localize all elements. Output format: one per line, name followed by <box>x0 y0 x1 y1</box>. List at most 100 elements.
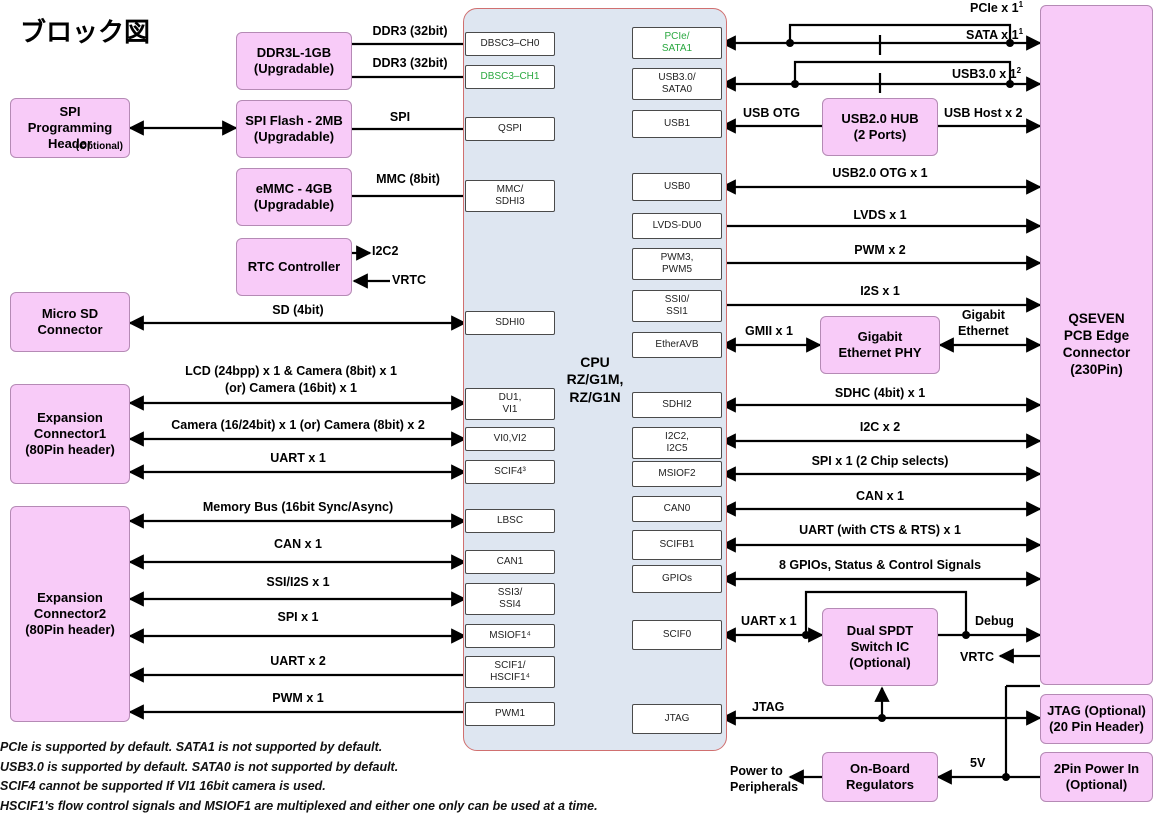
port-qspi: QSPI <box>465 117 555 141</box>
port-jtag: JTAG <box>632 704 722 734</box>
footnote-1: PCIe is supported by default. SATA1 is n… <box>0 740 383 754</box>
label-lcd-camera: LCD (24bpp) x 1 & Camera (8bit) x 1 <box>185 364 397 378</box>
port-i2c2-i2c5: I2C2, I2C5 <box>632 427 722 459</box>
spdt-switch-block: Dual SPDT Switch IC (Optional) <box>822 608 938 686</box>
spi-programming-header: SPI Programming Header (Optional) <box>10 98 130 158</box>
footnote-2: USB3.0 is supported by default. SATA0 is… <box>0 759 399 774</box>
label-i2c2: I2C2 <box>372 244 399 258</box>
port-mmc-sdhi3: MMC/ SDHI3 <box>465 180 555 212</box>
port-etheravb: EtherAVB <box>632 332 722 358</box>
label-sata-x1-sup: 1 <box>1018 27 1024 36</box>
label-usb-otg: USB OTG <box>743 106 800 120</box>
port-lvds-du0: LVDS-DU0 <box>632 213 722 239</box>
port-usb0: USB0 <box>632 173 722 201</box>
port-msiof2: MSIOF2 <box>632 461 722 487</box>
conn-usb30-branch <box>793 60 1012 84</box>
label-usb-host: USB Host x 2 <box>944 106 1023 120</box>
junction-spdt-b <box>962 631 970 639</box>
port-scif1-hscif1: SCIF1/ HSCIF1⁴ <box>465 656 555 688</box>
port-scif0: SCIF0 <box>632 620 722 650</box>
port-sdhi0: SDHI0 <box>465 311 555 335</box>
label-uart-spdt: UART x 1 <box>741 614 797 628</box>
label-usb30-x1-text: USB3.0 x 1 <box>952 67 1017 82</box>
label-pcie-x1: PCIe x 11 <box>970 0 1023 15</box>
label-uart-cts-rts: UART (with CTS & RTS) x 1 <box>799 523 961 537</box>
port-pcie-sata1: PCIe/ SATA1 <box>632 27 722 59</box>
gigabit-phy-block: Gigabit Ethernet PHY <box>820 316 940 374</box>
port-du1-vi1: DU1, VI1 <box>465 388 555 420</box>
micro-sd-block: Micro SD Connector <box>10 292 130 352</box>
port-vi0-vi2: VI0,VI2 <box>465 427 555 451</box>
port-usb1: USB1 <box>632 110 722 138</box>
ddr3l-block: DDR3L-1GB (Upgradable) <box>236 32 352 90</box>
port-dbsc3-ch1: DBSC3–CH1 <box>465 65 555 89</box>
label-usb20-otg: USB2.0 OTG x 1 <box>832 166 928 180</box>
label-camera: Camera (16/24bit) x 1 (or) Camera (8bit)… <box>171 418 425 432</box>
expansion-connector2: Expansion Connector2 (80Pin header) <box>10 506 130 722</box>
label-i2c-x2: I2C x 2 <box>859 420 901 434</box>
spi-flash-block: SPI Flash - 2MB (Upgradable) <box>236 100 352 158</box>
port-gpios: GPIOs <box>632 565 722 593</box>
footnotes: PCIe is supported by default. SATA1 is n… <box>0 738 598 816</box>
conn-sata-branch-a <box>788 23 1012 43</box>
label-spi: SPI <box>389 110 411 124</box>
label-pwm-x2: PWM x 2 <box>854 243 906 257</box>
label-uart-x1-left: UART x 1 <box>270 451 326 465</box>
port-ssi3-ssi4: SSI3/ SSI4 <box>465 583 555 615</box>
jtag-header-block: JTAG (Optional) (20 Pin Header) <box>1040 694 1153 744</box>
port-ssi0-ssi1: SSI0/ SSI1 <box>632 290 722 322</box>
port-lbsc: LBSC <box>465 509 555 533</box>
power-in-block: 2Pin Power In (Optional) <box>1040 752 1153 802</box>
label-power-peripherals: Power to Peripherals <box>730 764 799 794</box>
junction-spdt-a <box>802 631 810 639</box>
expansion-connector1: Expansion Connector1 (80Pin header) <box>10 384 130 484</box>
label-gigabit-ethernet: Gigabit Ethernet <box>958 308 1009 338</box>
cpu-label: CPU RZ/G1M, RZ/G1N <box>566 353 624 405</box>
label-can-x1-left: CAN x 1 <box>274 537 322 551</box>
rtc-block: RTC Controller <box>236 238 352 296</box>
emmc-block: eMMC - 4GB (Upgradable) <box>236 168 352 226</box>
label-ddr3-ch1: DDR3 (32bit) <box>372 56 448 70</box>
qseven-connector: QSEVEN PCB Edge Connector (230Pin) <box>1040 5 1153 685</box>
label-ssi-i2s: SSI/I2S x 1 <box>266 575 330 589</box>
regulators-block: On-Board Regulators <box>822 752 938 802</box>
label-usb30-x1-sup: 2 <box>1016 66 1022 75</box>
label-camera-16bit: (or) Camera (16bit) x 1 <box>225 381 357 395</box>
conn-spdt-bypass <box>804 590 968 635</box>
label-uart-x2: UART x 2 <box>270 654 326 668</box>
label-sd-4bit: SD (4bit) <box>272 303 324 317</box>
port-usb30-sata0: USB3.0/ SATA0 <box>632 68 722 100</box>
port-pwm3-pwm5: PWM3, PWM5 <box>632 248 722 280</box>
label-debug: Debug <box>975 614 1014 628</box>
label-sdhc: SDHC (4bit) x 1 <box>834 386 926 400</box>
label-memory-bus: Memory Bus (16bit Sync/Async) <box>202 500 394 514</box>
port-can1: CAN1 <box>465 550 555 574</box>
label-ddr3-ch0: DDR3 (32bit) <box>372 24 448 38</box>
label-lvds: LVDS x 1 <box>853 208 907 222</box>
label-mmc-8bit: MMC (8bit) <box>376 172 440 186</box>
junction-5v <box>1002 773 1010 781</box>
label-i2s: I2S x 1 <box>860 284 900 298</box>
label-spi-chip-selects: SPI x 1 (2 Chip selects) <box>811 454 949 468</box>
label-jtag: JTAG <box>752 700 785 714</box>
label-usb30-x1: USB3.0 x 12 <box>952 66 1021 81</box>
port-can0: CAN0 <box>632 496 722 522</box>
label-pwm-x1: PWM x 1 <box>272 691 324 705</box>
port-scif4: SCIF4³ <box>465 460 555 484</box>
junction-pcie-b <box>1006 39 1014 47</box>
usb-hub-block: USB2.0 HUB (2 Ports) <box>822 98 938 156</box>
label-vrtc-rtc: VRTC <box>392 273 427 287</box>
footnote-4: HSCIF1's flow control signals and MSIOF1… <box>0 798 598 813</box>
port-scifb1: SCIFB1 <box>632 530 722 560</box>
label-gpios: 8 GPIOs, Status & Control Signals <box>778 558 982 572</box>
junction-usb30-a <box>791 80 799 88</box>
port-msiof1: MSIOF1⁴ <box>465 624 555 648</box>
label-pcie-x1-sup: 1 <box>1018 0 1024 9</box>
label-pcie-x1-text: PCIe x 1 <box>970 1 1019 16</box>
junction-usb30-b <box>1006 80 1014 88</box>
spi-programming-label: SPI Programming Header <box>27 103 113 152</box>
label-spi-x1: SPI x 1 <box>277 610 319 624</box>
junction-pcie-a <box>786 39 794 47</box>
footnote-3: SCIF4 cannot be supported If VI1 16bit c… <box>0 779 326 793</box>
